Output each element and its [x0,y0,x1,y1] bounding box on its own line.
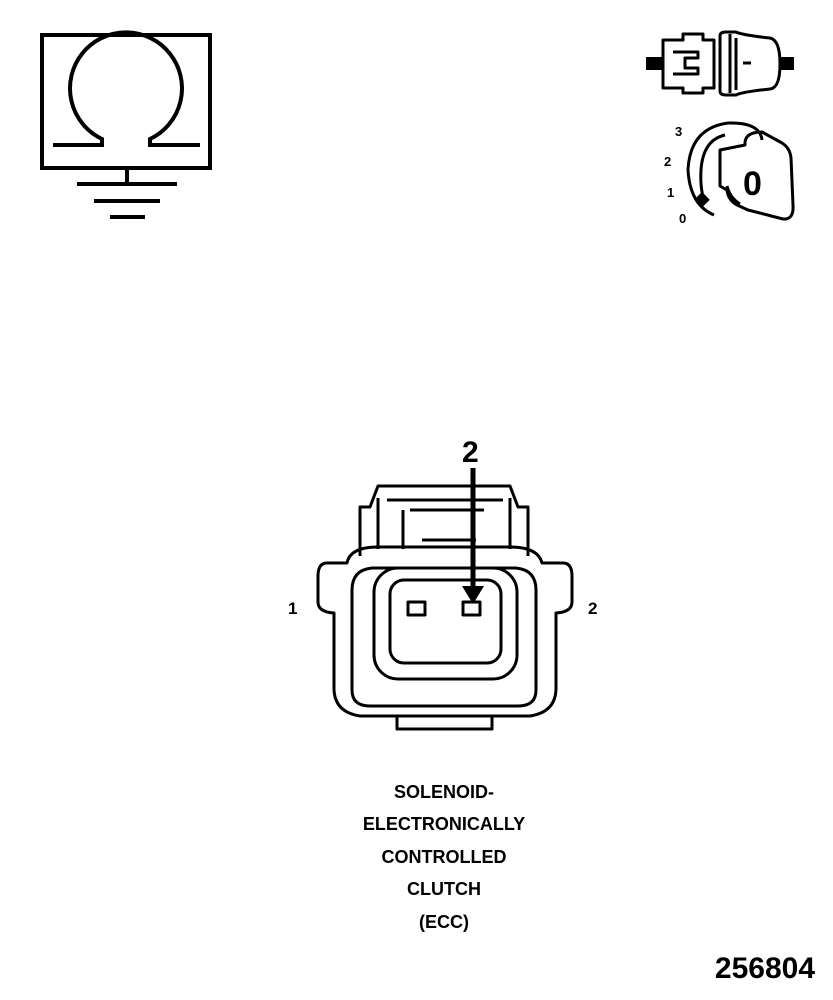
ignition-position-1: 1 [667,185,674,200]
connector-housing [316,545,574,718]
caption-line: CONTROLLED [381,846,507,867]
terminal-pin-1 [406,600,427,617]
connector-caption: SOLENOID- ELECTRONICALLY CONTROLLED CLUT… [294,776,594,938]
ohm-symbol-ground-icon [40,30,212,219]
caption-line: ELECTRONICALLY [362,814,526,835]
ignition-position-2: 2 [664,154,671,169]
pointer-pin-label: 2 [462,436,479,469]
figure-number: 256804 [714,952,815,985]
ignition-key-switch-icon: 3 2 1 0 0 [664,121,795,226]
connector-cavity [388,578,503,665]
caption-line: CLUTCH [407,879,481,900]
terminal-pin-2 [461,600,482,617]
connector-face-diagram [316,484,574,731]
ignition-position-0: 0 [679,211,686,226]
ignition-key-label: 0 [743,165,762,203]
caption-line: SOLENOID- [393,782,494,802]
pin-2-label: 2 [588,599,597,618]
caption-line: (ECC) [419,911,469,932]
pin-1-label: 1 [288,599,297,618]
disconnected-connector-icon [646,30,794,97]
ignition-position-3: 3 [675,124,682,139]
connector-latch [358,484,530,556]
pin-pointer-arrow [462,468,484,604]
